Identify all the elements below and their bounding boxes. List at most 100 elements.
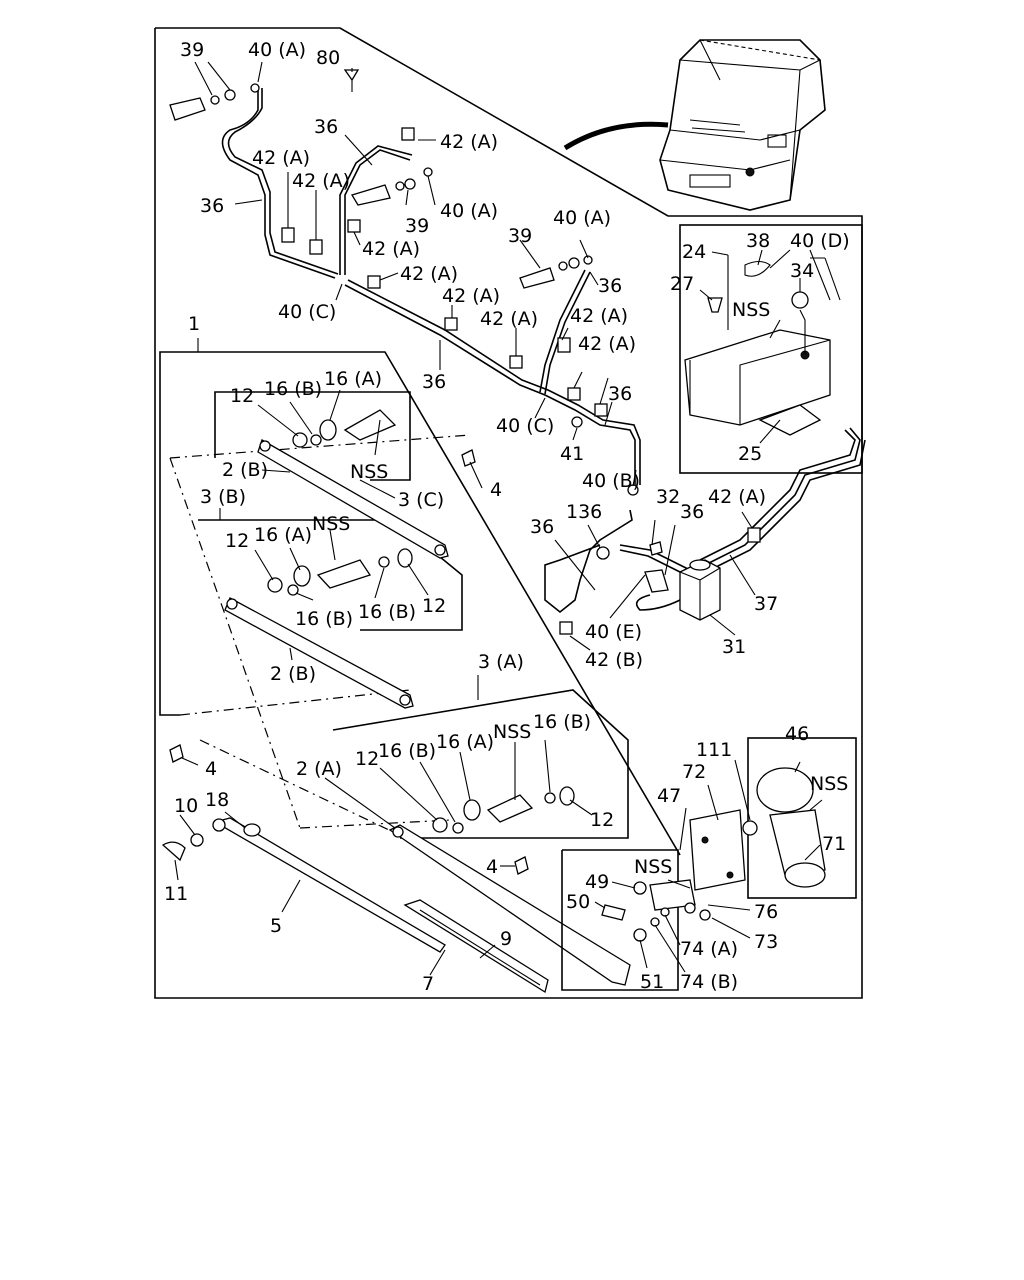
callout-42a-b: 42 (A) <box>252 147 310 169</box>
callout-40a-a: 40 (A) <box>248 39 306 61</box>
callout-12-d: 12 <box>355 748 379 770</box>
callout-51: 51 <box>640 971 664 993</box>
leader-lines <box>174 61 831 976</box>
callout-nss-tank: NSS <box>732 299 770 321</box>
callout-32: 32 <box>656 486 680 508</box>
callout-39-c: 39 <box>508 225 532 247</box>
callout-12-c: 12 <box>422 595 446 617</box>
callout-1: 1 <box>188 313 200 335</box>
callout-3a: 3 (A) <box>478 651 524 673</box>
callout-50: 50 <box>566 891 590 913</box>
callout-136: 136 <box>566 501 602 523</box>
callout-12-b: 12 <box>225 530 249 552</box>
callout-nss-b: NSS <box>312 513 350 535</box>
callout-16a-a: 16 (A) <box>324 368 382 390</box>
callout-37: 37 <box>754 593 778 615</box>
callout-42b: 42 (B) <box>585 649 643 671</box>
callout-111: 111 <box>696 739 732 761</box>
callout-46: 46 <box>785 723 809 745</box>
callout-24: 24 <box>682 241 706 263</box>
callout-36-f: 36 <box>530 516 554 538</box>
pivot-box-upper <box>214 391 411 481</box>
callout-42a-a: 42 (A) <box>440 131 498 153</box>
wiper-link-frame <box>159 351 681 856</box>
callout-39-b: 39 <box>405 215 429 237</box>
callout-10: 10 <box>174 795 198 817</box>
callout-40b: 40 (B) <box>582 470 640 492</box>
callout-4-c: 4 <box>486 856 498 878</box>
callout-5: 5 <box>270 915 282 937</box>
pivot-hardware <box>169 409 575 875</box>
callout-16b-b: 16 (B) <box>295 608 353 630</box>
callout-42a-g: 42 (A) <box>480 308 538 330</box>
callout-38: 38 <box>746 230 770 252</box>
callout-49: 49 <box>585 871 609 893</box>
callout-42a-h: 42 (A) <box>570 305 628 327</box>
callout-42a-d: 42 (A) <box>362 238 420 260</box>
callout-27: 27 <box>670 273 694 295</box>
callout-36-d: 36 <box>598 275 622 297</box>
callout-2b-b: 2 (B) <box>270 663 316 685</box>
callout-4-b: 4 <box>205 758 217 780</box>
callout-16b-d: 16 (B) <box>378 740 436 762</box>
callout-9: 9 <box>500 928 512 950</box>
callout-3c: 3 (C) <box>398 489 444 511</box>
pivot-box-middle <box>198 519 463 631</box>
callout-36-c: 36 <box>422 371 446 393</box>
callout-16b-a: 16 (B) <box>264 378 322 400</box>
callout-42a-f: 42 (A) <box>442 285 500 307</box>
callout-12-e: 12 <box>590 809 614 831</box>
callout-nss-c: NSS <box>493 721 531 743</box>
callout-71: 71 <box>822 833 846 855</box>
callout-16a-b: 16 (A) <box>254 524 312 546</box>
callout-40a-b: 40 (A) <box>440 200 498 222</box>
callout-7: 7 <box>422 973 434 995</box>
callout-80: 80 <box>316 47 340 69</box>
callout-42a-j: 42 (A) <box>708 486 766 508</box>
callout-42a-c: 42 (A) <box>292 170 350 192</box>
truck-cab-illustration <box>563 39 826 211</box>
callout-nss-a: NSS <box>350 461 388 483</box>
washer-pump <box>571 416 721 621</box>
callout-74a: 74 (A) <box>680 938 738 960</box>
callout-42a-i: 42 (A) <box>578 333 636 355</box>
callout-72: 72 <box>682 761 706 783</box>
callout-3b: 3 (B) <box>200 486 246 508</box>
callout-40a-c: 40 (A) <box>553 207 611 229</box>
washer-tank-box <box>679 224 863 474</box>
link-rods <box>224 439 449 709</box>
hose-clip-group <box>281 127 761 635</box>
callout-18: 18 <box>205 789 229 811</box>
callout-40c-a: 40 (C) <box>278 301 336 323</box>
callout-36-a: 36 <box>314 116 338 138</box>
callout-11: 11 <box>164 883 188 905</box>
callout-12-a: 12 <box>230 385 254 407</box>
callout-16a-c: 16 (A) <box>436 731 494 753</box>
callout-2b-a: 2 (B) <box>222 459 268 481</box>
callout-16b-c: 16 (B) <box>358 601 416 623</box>
callout-34: 34 <box>790 260 814 282</box>
callout-16b-e: 16 (B) <box>533 711 591 733</box>
callout-31: 31 <box>722 636 746 658</box>
callout-76: 76 <box>754 901 778 923</box>
callout-41: 41 <box>560 443 584 465</box>
callout-36-g: 36 <box>680 501 704 523</box>
callout-nss-motor: NSS <box>810 773 848 795</box>
washer-hoses <box>221 88 866 614</box>
pivot-box-lower <box>332 689 629 839</box>
callout-25: 25 <box>738 443 762 465</box>
outer-frame <box>154 27 863 999</box>
callout-4-a: 4 <box>490 479 502 501</box>
wiper-motor-box <box>561 737 857 991</box>
callout-nss-bracket: NSS <box>634 856 672 878</box>
callout-36-e: 36 <box>608 383 632 405</box>
wiper-arms <box>161 817 631 994</box>
callout-2a: 2 (A) <box>296 758 342 780</box>
callout-40c-b: 40 (C) <box>496 415 554 437</box>
callout-labels: 39 40 (A) 80 36 42 (A) 42 (A) 42 (A) 36 … <box>164 39 850 995</box>
callout-47: 47 <box>657 785 681 807</box>
callout-42a-e: 42 (A) <box>400 263 458 285</box>
callout-39-a: 39 <box>180 39 204 61</box>
callout-36-b: 36 <box>200 195 224 217</box>
